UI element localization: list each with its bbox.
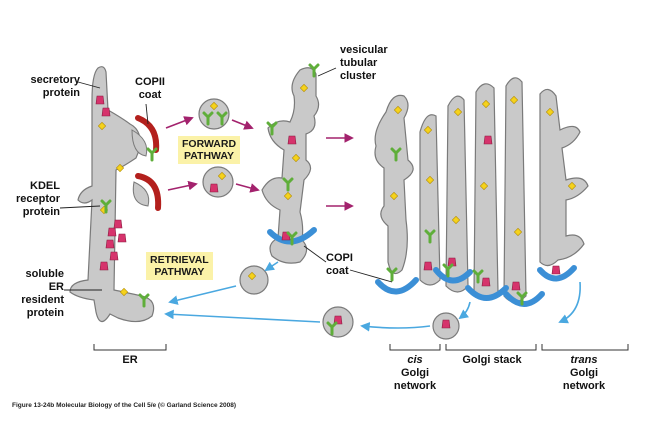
golgi-stack-label: Golgi stack <box>462 354 522 366</box>
copii-vesicle-lower <box>202 166 234 198</box>
retrieval-arrows <box>164 261 581 332</box>
cis-golgi-network <box>374 94 414 275</box>
er-label: ER <box>122 354 138 366</box>
brackets <box>93 344 629 351</box>
copii-coat-upper <box>135 115 160 153</box>
figure-caption: Figure 13-24b Molecular Biology of the C… <box>12 402 237 409</box>
golgi-cisterna-4 <box>503 77 527 303</box>
forward-arrows <box>165 116 354 211</box>
golgi-cisterna-1 <box>419 114 441 286</box>
vesicular-tubular-cluster <box>261 67 320 264</box>
copi-vesicle-vtc <box>239 265 269 295</box>
trans-golgi-network <box>539 88 589 267</box>
leader-lines <box>59 67 393 291</box>
golgi-cisterna-3 <box>473 83 499 299</box>
copii-coat-lower <box>135 173 162 211</box>
